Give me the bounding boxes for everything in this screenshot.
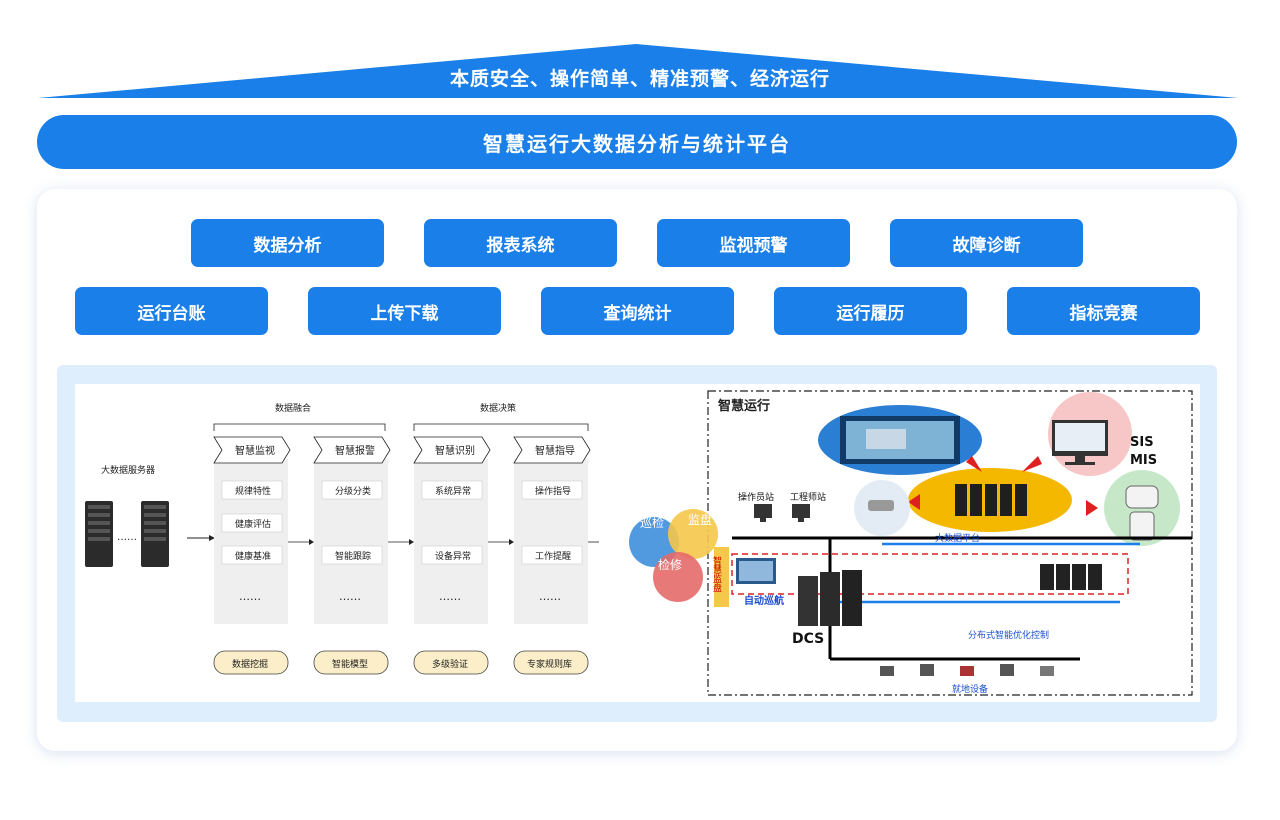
footer-multi-verify: 多级验证	[432, 658, 468, 670]
item-smart-tracking: 智能跟踪	[335, 550, 371, 562]
svg-text:……: ……	[239, 590, 261, 603]
monitoring-label: 监盘	[688, 512, 712, 527]
col-header-2: 智慧报警	[335, 444, 375, 457]
roof-banner	[38, 44, 1238, 98]
col-header-3: 智慧识别	[435, 444, 475, 457]
module-upload-download[interactable]: 上传下载	[308, 287, 501, 335]
svg-text:……: ……	[339, 590, 361, 603]
smart-monitor-label: 智慧监盘	[711, 555, 722, 592]
item-classification: 分级分类	[335, 485, 371, 497]
label-data-fusion: 数据融合	[275, 402, 311, 414]
module-monitor-warning[interactable]: 监视预警	[657, 219, 850, 267]
sis-label: SIS	[1130, 435, 1154, 450]
module-report-system[interactable]: 报表系统	[424, 219, 617, 267]
module-operation-history[interactable]: 运行履历	[774, 287, 967, 335]
maintenance-label: 检修	[658, 557, 682, 572]
item-health-baseline: 健康基准	[235, 550, 271, 562]
module-query-statistics[interactable]: 查询统计	[541, 287, 734, 335]
module-indicator-contest[interactable]: 指标竞赛	[1007, 287, 1200, 335]
item-device-anomaly: 设备异常	[435, 550, 471, 562]
server-icon	[85, 501, 113, 567]
distributed-control-label: 分布式智能优化控制	[968, 629, 1049, 641]
module-fault-diagnosis[interactable]: 故障诊断	[890, 219, 1083, 267]
svg-text:……: ……	[439, 590, 461, 603]
smart-op-title: 智慧运行	[718, 398, 770, 414]
inspection-label: 巡检	[640, 515, 664, 530]
operator-station-label: 操作员站	[738, 491, 774, 503]
module-operation-ledger[interactable]: 运行台账	[75, 287, 268, 335]
roof-slogan: 本质安全、操作简单、精准预警、经济运行	[449, 68, 830, 90]
server-dots: ……	[117, 532, 137, 543]
mis-label: MIS	[1130, 453, 1157, 468]
item-pattern: 规律特性	[235, 485, 271, 497]
svg-text:……: ……	[539, 590, 561, 603]
label-data-decision: 数据决策	[480, 402, 516, 414]
data-flow-diagram: 大数据服务器 …… 数据融合 数据决策 智慧监视 智慧报警 智慧识别 智慧指导 …	[75, 384, 620, 702]
engineer-station-label: 工程师站	[790, 491, 826, 503]
platform-title: 智慧运行大数据分析与统计平台	[37, 115, 1237, 169]
item-operation-guide: 操作指导	[535, 485, 571, 497]
field-devices-label: 就地设备	[952, 683, 988, 695]
item-health-eval: 健康评估	[235, 518, 271, 530]
col-header-1: 智慧监视	[235, 444, 275, 457]
auto-patrol-label: 自动巡航	[744, 594, 784, 607]
item-work-reminder: 工作提醒	[535, 550, 571, 562]
server-label: 大数据服务器	[101, 464, 155, 476]
bigdata-platform-label: 大数据平台	[935, 532, 980, 544]
col-header-4: 智慧指导	[535, 444, 575, 457]
item-system-anomaly: 系统异常	[435, 485, 471, 497]
server-icon	[141, 501, 169, 567]
footer-data-mining: 数据挖掘	[232, 658, 268, 670]
smart-operation-diagram: 智慧运行 SIS MIS 操作员站 工程师站 大数据平台 巡检 监盘 检	[620, 384, 1200, 702]
footer-expert-rules: 专家规则库	[527, 658, 572, 670]
footer-smart-model: 智能模型	[332, 658, 368, 670]
dcs-label: DCS	[792, 631, 824, 647]
module-data-analysis[interactable]: 数据分析	[191, 219, 384, 267]
